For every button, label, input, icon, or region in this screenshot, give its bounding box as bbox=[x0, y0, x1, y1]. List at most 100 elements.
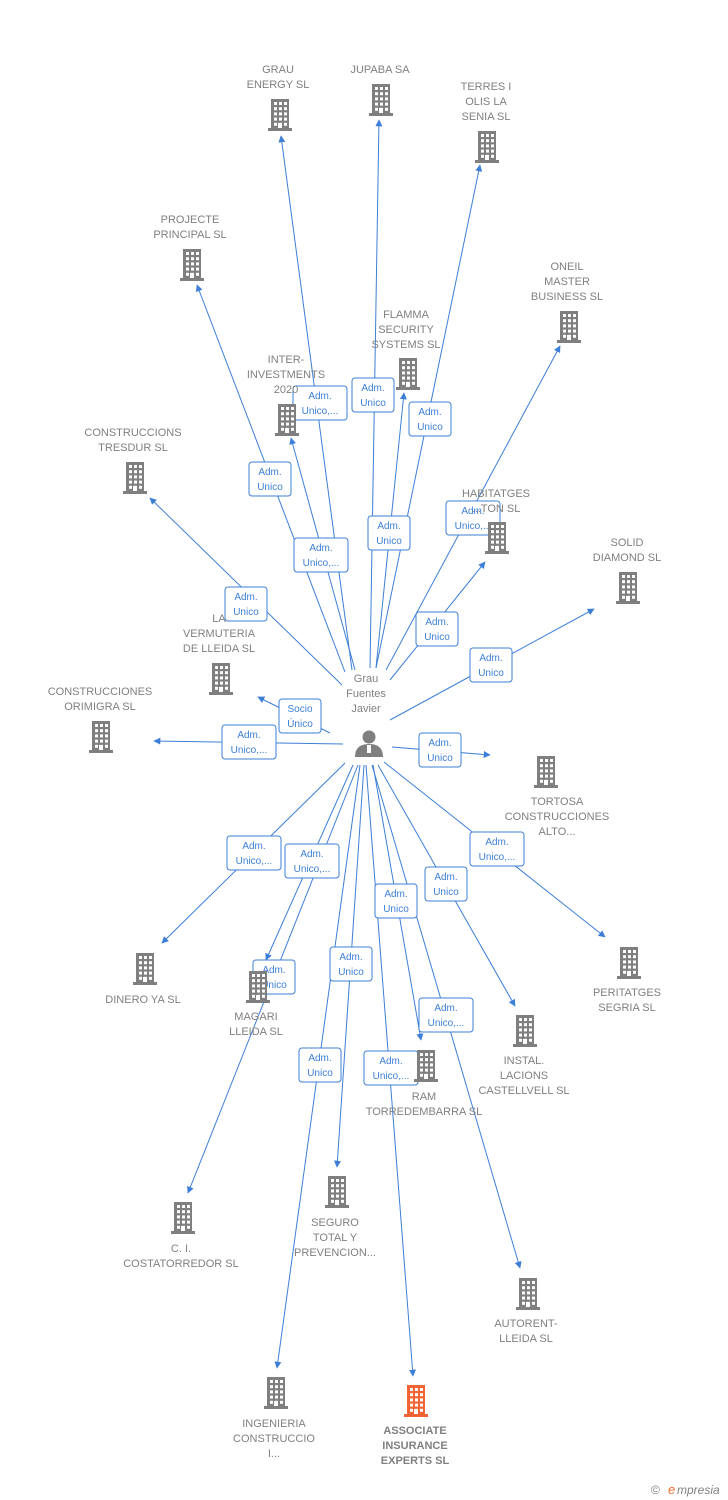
role-badge-tortosa-construcciones[interactable]: Adm.Unico bbox=[418, 732, 462, 768]
company-label-magari-lleida[interactable]: MAGARI bbox=[234, 1011, 277, 1023]
company-label-instal-lacions[interactable]: INSTAL. bbox=[504, 1055, 545, 1067]
role-badge-instal-lacions[interactable]: Adm.Unico bbox=[424, 866, 468, 902]
role-badge-habitatges[interactable]: Adm.Unico bbox=[415, 611, 459, 647]
building-icon[interactable] bbox=[133, 953, 157, 985]
building-icon[interactable] bbox=[516, 1278, 540, 1310]
role-badge-peritatges-segria[interactable]: Adm.Unico,... bbox=[469, 831, 525, 867]
brand-logo-initial[interactable]: e bbox=[668, 1482, 675, 1497]
company-label-ingenieria-construccio[interactable]: INGENIERIA bbox=[242, 1418, 306, 1430]
person-icon[interactable] bbox=[355, 730, 383, 758]
building-icon[interactable] bbox=[171, 1202, 195, 1234]
company-label-dinero-ya[interactable]: DINERO YA SL bbox=[105, 994, 180, 1006]
company-label-construccions-tresdur[interactable]: TRESDUR SL bbox=[98, 442, 168, 454]
company-label-ingenieria-construccio[interactable]: I... bbox=[268, 1448, 280, 1460]
role-badge-grau-energy[interactable]: Adm.Unico,... bbox=[292, 385, 348, 421]
company-label-construccions-tresdur[interactable]: CONSTRUCCIONS bbox=[84, 427, 181, 439]
company-label-jupaba[interactable]: JUPABA SA bbox=[350, 64, 410, 76]
company-label-la-vermuteria[interactable]: VERMUTERIA bbox=[183, 628, 256, 640]
company-label-peritatges-segria[interactable]: PERITATGES bbox=[593, 987, 661, 999]
building-icon[interactable] bbox=[414, 1050, 438, 1082]
company-label-ingenieria-construccio[interactable]: CONSTRUCCIO bbox=[233, 1433, 315, 1445]
company-label-inter-investments[interactable]: INVESTMENTS bbox=[247, 369, 325, 381]
company-label-associate-insurance[interactable]: ASSOCIATE bbox=[383, 1425, 446, 1437]
company-label-ci-costatorredor[interactable]: COSTATORREDOR SL bbox=[123, 1258, 239, 1270]
company-label-magari-lleida[interactable]: LLEIDA SL bbox=[229, 1026, 283, 1038]
role-badge-construccions-tresdur[interactable]: Adm.Unico bbox=[224, 586, 268, 622]
company-label-solid-diamond[interactable]: DIAMOND SL bbox=[593, 552, 661, 564]
role-badge-flamma-security[interactable]: Adm.Unico bbox=[367, 515, 411, 551]
company-label-inter-investments[interactable]: 2020 bbox=[274, 384, 298, 396]
person-name-label[interactable]: Grau bbox=[354, 673, 378, 685]
company-label-habitatges[interactable]: HABITATGES bbox=[462, 488, 530, 500]
company-label-autorent-lleida[interactable]: AUTORENT- bbox=[494, 1318, 558, 1330]
role-badge-inter-investments[interactable]: Adm.Unico,... bbox=[293, 537, 349, 573]
role-badge-magari-lleida[interactable]: Adm.Unico,... bbox=[284, 843, 340, 879]
company-label-seguro-total[interactable]: TOTAL Y bbox=[313, 1232, 358, 1244]
building-icon[interactable] bbox=[264, 1377, 288, 1409]
company-label-construcciones-orimigra[interactable]: CONSTRUCCIONES bbox=[48, 686, 153, 698]
building-icon[interactable] bbox=[180, 249, 204, 281]
company-label-terres-olis[interactable]: SENIA SL bbox=[462, 111, 511, 123]
role-badge-ram-torredembarra[interactable]: Adm.Unico bbox=[374, 883, 418, 919]
role-badge-autorent-lleida[interactable]: Adm.Unico,... bbox=[418, 997, 474, 1033]
company-label-tortosa-construcciones[interactable]: ALTO... bbox=[539, 826, 576, 838]
company-label-projecte-principal[interactable]: PROJECTE bbox=[161, 214, 220, 226]
company-label-terres-olis[interactable]: OLIS LA bbox=[465, 96, 507, 108]
brand-logo-text[interactable]: mpresia bbox=[677, 1483, 720, 1497]
building-icon[interactable] bbox=[557, 311, 581, 343]
company-label-associate-insurance[interactable]: EXPERTS SL bbox=[381, 1455, 450, 1467]
role-badge-seguro-total[interactable]: Adm.Unico bbox=[329, 946, 373, 982]
building-icon[interactable] bbox=[396, 358, 420, 390]
building-icon[interactable] bbox=[268, 99, 292, 131]
building-icon[interactable] bbox=[534, 756, 558, 788]
role-badge-projecte-principal[interactable]: Adm.Unico bbox=[248, 461, 292, 497]
company-label-ci-costatorredor[interactable]: C. I. bbox=[171, 1243, 191, 1255]
company-label-grau-energy[interactable]: GRAU bbox=[262, 64, 294, 76]
company-label-construcciones-orimigra[interactable]: ORIMIGRA SL bbox=[64, 701, 136, 713]
building-icon[interactable] bbox=[246, 971, 270, 1003]
building-icon[interactable] bbox=[123, 462, 147, 494]
company-label-oneil-master[interactable]: BUSINESS SL bbox=[531, 291, 603, 303]
company-label-instal-lacions[interactable]: LACIONS bbox=[500, 1070, 548, 1082]
company-label-peritatges-segria[interactable]: SEGRIA SL bbox=[598, 1002, 655, 1014]
role-badge-oneil-master[interactable]: Adm.Unico,... bbox=[445, 500, 501, 536]
building-icon[interactable] bbox=[404, 1385, 428, 1417]
building-icon[interactable] bbox=[209, 663, 233, 695]
building-icon[interactable] bbox=[485, 522, 509, 554]
company-label-tortosa-construcciones[interactable]: CONSTRUCCIONES bbox=[505, 811, 610, 823]
company-label-flamma-security[interactable]: SYSTEMS SL bbox=[371, 339, 440, 351]
role-badge-construcciones-orimigra[interactable]: Adm.Unico,... bbox=[221, 724, 277, 760]
building-icon[interactable] bbox=[89, 721, 113, 753]
company-label-autorent-lleida[interactable]: LLEIDA SL bbox=[499, 1333, 553, 1345]
role-badge-ingenieria-construccio[interactable]: Adm.Unico bbox=[298, 1047, 342, 1083]
company-label-tortosa-construcciones[interactable]: TORTOSA bbox=[531, 796, 584, 808]
company-label-projecte-principal[interactable]: PRINCIPAL SL bbox=[153, 229, 226, 241]
company-label-flamma-security[interactable]: SECURITY bbox=[378, 324, 434, 336]
company-label-oneil-master[interactable]: ONEIL bbox=[550, 261, 583, 273]
person-name-label[interactable]: Fuentes bbox=[346, 688, 386, 700]
company-label-flamma-security[interactable]: FLAMMA bbox=[383, 309, 430, 321]
building-icon[interactable] bbox=[325, 1176, 349, 1208]
building-icon[interactable] bbox=[616, 572, 640, 604]
building-icon[interactable] bbox=[617, 947, 641, 979]
role-badge-associate-insurance[interactable]: Adm.Unico,... bbox=[363, 1050, 419, 1086]
role-badge-dinero-ya[interactable]: Adm.Unico,... bbox=[226, 835, 282, 871]
company-label-ram-torredembarra[interactable]: RAM bbox=[412, 1091, 436, 1103]
company-label-habitatges[interactable]: ...TON SL bbox=[472, 503, 521, 515]
building-icon[interactable] bbox=[475, 131, 499, 163]
building-icon[interactable] bbox=[513, 1015, 537, 1047]
company-label-terres-olis[interactable]: TERRES I bbox=[461, 81, 512, 93]
role-badge-solid-diamond[interactable]: Adm.Unico bbox=[469, 647, 513, 683]
role-badge-terres-olis[interactable]: Adm.Unico bbox=[408, 401, 452, 437]
company-label-solid-diamond[interactable]: SOLID bbox=[610, 537, 643, 549]
company-label-inter-investments[interactable]: INTER- bbox=[268, 354, 305, 366]
building-icon[interactable] bbox=[275, 404, 299, 436]
company-label-seguro-total[interactable]: PREVENCION... bbox=[294, 1247, 376, 1259]
role-badge-jupaba[interactable]: Adm.Unico bbox=[351, 377, 395, 413]
company-label-la-vermuteria[interactable]: DE LLEIDA SL bbox=[183, 643, 255, 655]
company-label-seguro-total[interactable]: SEGURO bbox=[311, 1217, 359, 1229]
building-icon[interactable] bbox=[369, 84, 393, 116]
person-name-label[interactable]: Javier bbox=[351, 703, 381, 715]
company-label-associate-insurance[interactable]: INSURANCE bbox=[382, 1440, 447, 1452]
